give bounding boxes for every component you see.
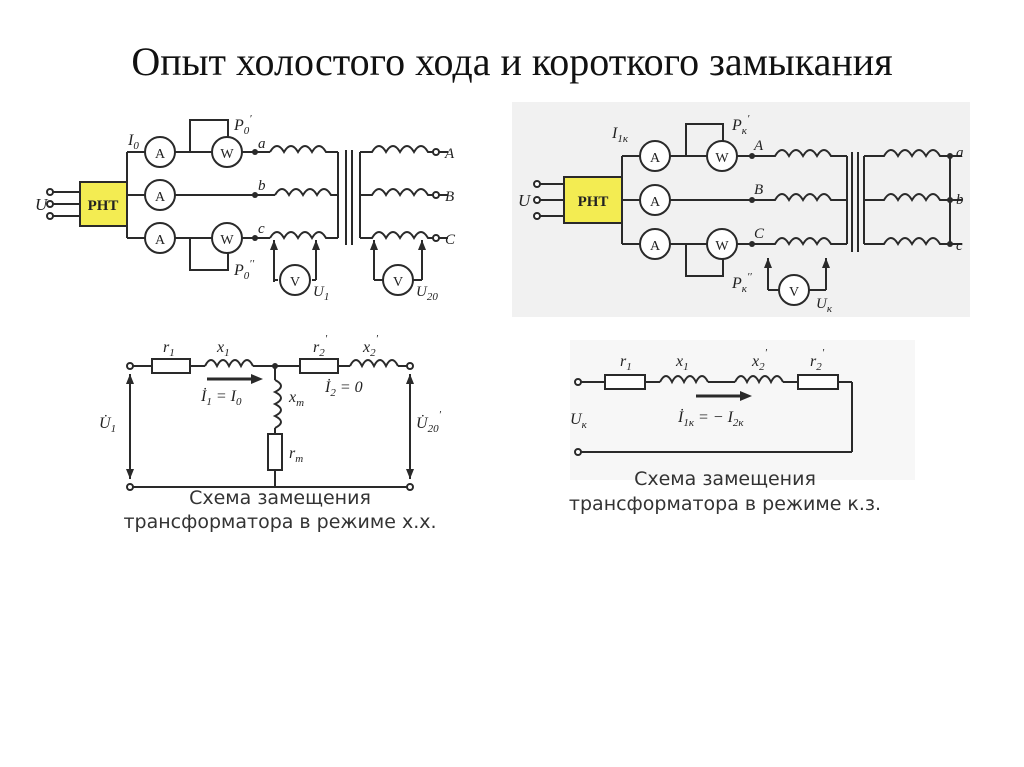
wattmeter-a-label: W xyxy=(715,151,729,166)
i1k-label: İ1к = − I2к xyxy=(677,408,744,429)
voltmeter-label: V xyxy=(789,285,799,300)
ammeter-c-label: A xyxy=(155,233,166,248)
caption-line-2: трансформатора в режиме к.з. xyxy=(569,493,881,515)
current-label: I0 xyxy=(127,132,139,152)
uk-label: Uк xyxy=(816,296,833,315)
short-circuit-equivalent-circuit: r1 x1 x2′ r2′ Uк İ1к = − I2к Схема замещ… xyxy=(569,340,915,515)
voltmeter-primary-label: V xyxy=(290,275,300,290)
slide-title: Опыт холостого хода и короткого замыкани… xyxy=(131,39,893,84)
ammeter-b-label: A xyxy=(155,190,166,205)
x2-label: x2′ xyxy=(362,333,379,359)
terminal-b: b xyxy=(956,192,964,208)
wattmeter-a-label: W xyxy=(220,147,234,162)
i1-label: İ1 = I0 xyxy=(200,387,242,408)
u1-label: U̇1 xyxy=(99,415,116,435)
terminal-b: b xyxy=(258,178,266,194)
caption-line-2: трансформатора в режиме х.х. xyxy=(123,511,436,533)
ammeter-a-label: A xyxy=(155,147,166,162)
ammeter-c-label: A xyxy=(650,239,661,254)
terminal-c: c xyxy=(956,238,963,254)
caption-line-1: Схема замещения xyxy=(189,487,371,509)
current-label: I1к xyxy=(611,125,629,145)
xm-label: xm xyxy=(288,389,304,409)
rnt-label: РНТ xyxy=(88,198,119,214)
input-voltage-label: U xyxy=(35,195,49,214)
r1-label: r1 xyxy=(620,353,632,373)
voltmeter-secondary-label: V xyxy=(393,275,403,290)
terminal-a: a xyxy=(956,145,964,161)
power-c-label: Pк′′ xyxy=(731,271,752,295)
power-c-label: P0′′ xyxy=(233,258,255,282)
rnt-box xyxy=(563,176,623,224)
input-voltage-label: U xyxy=(518,191,532,210)
uk-label: Uк xyxy=(570,411,588,431)
r1-label: r1 xyxy=(163,339,175,359)
terminal-c: c xyxy=(258,221,265,237)
u20-label: U20 xyxy=(416,284,438,303)
rm-label: rm xyxy=(289,445,303,465)
x2-label: x2′ xyxy=(751,347,768,373)
no-load-equivalent-circuit: r1 x1 r2′ x2′ İ1 = I0 xm İ2 = 0 rm U̇1 U… xyxy=(99,333,442,533)
caption-line-1: Схема замещения xyxy=(634,468,816,490)
x1-label: x1 xyxy=(675,353,689,373)
wattmeter-c-label: W xyxy=(220,233,234,248)
rnt-box xyxy=(79,181,128,227)
r2-label: r2′ xyxy=(810,347,825,373)
short-circuit-test-circuit: РНТ U A A A W W V I1к Pк′ Pк′′ A B C a b… xyxy=(512,102,970,317)
terminal-A: A xyxy=(444,146,455,162)
rnt-label: РНТ xyxy=(578,194,609,210)
terminal-C: C xyxy=(754,226,765,242)
x1-label: x1 xyxy=(216,339,230,359)
ammeter-a-label: A xyxy=(650,151,661,166)
u1-label: U1 xyxy=(313,284,329,303)
no-load-test-circuit: РНТ U A A A W W V V I0 P0′ P0′′ a b c A … xyxy=(35,113,456,303)
r2-label: r2′ xyxy=(313,333,328,359)
terminal-C: C xyxy=(445,232,456,248)
i2-label: İ2 = 0 xyxy=(324,378,363,399)
u20-label: U̇20′ xyxy=(416,409,442,435)
terminal-A: A xyxy=(753,138,764,154)
terminal-B: B xyxy=(754,182,763,198)
terminal-B: B xyxy=(445,189,454,205)
power-a-label: Pк′ xyxy=(731,113,750,137)
ammeter-b-label: A xyxy=(650,195,661,210)
power-a-label: P0′ xyxy=(233,113,252,137)
terminal-a: a xyxy=(258,136,266,152)
wattmeter-c-label: W xyxy=(715,239,729,254)
